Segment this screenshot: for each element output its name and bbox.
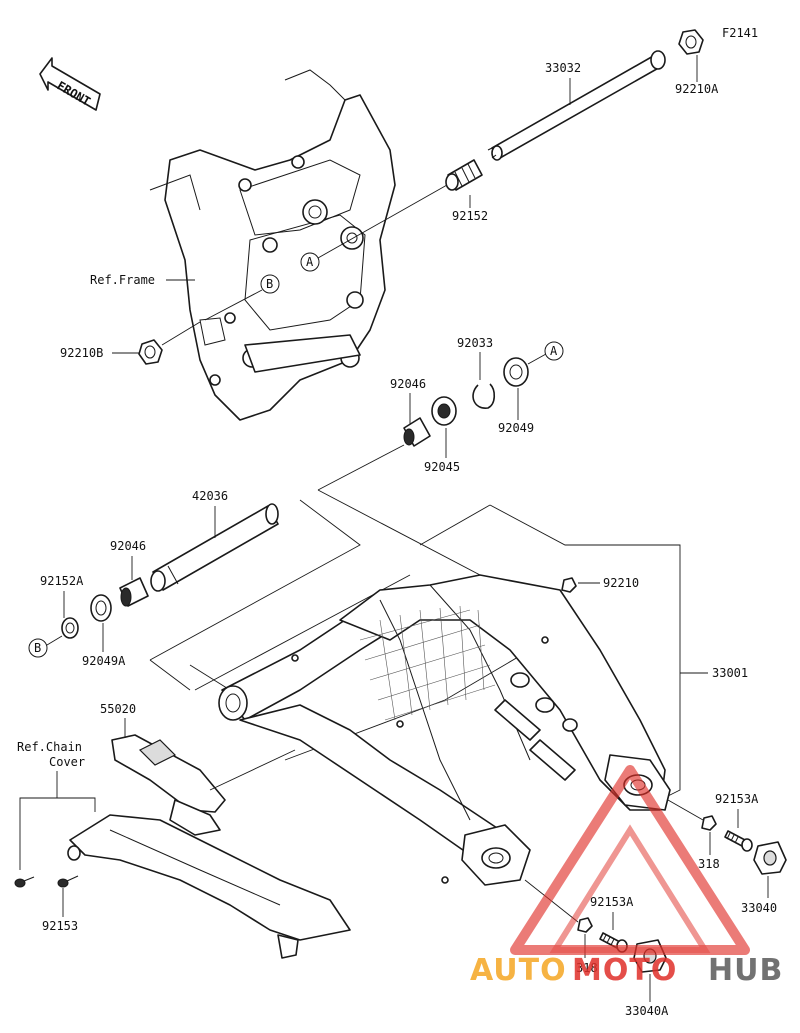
label-92210a: 92210A	[675, 82, 719, 96]
label-92152: 92152	[452, 209, 488, 223]
needle-bearing-92046-lower	[119, 577, 149, 607]
label-55020: 55020	[100, 702, 136, 716]
nut-92210a	[678, 29, 704, 55]
label-92210b: 92210B	[60, 346, 103, 360]
ref-frame-label: Ref.Frame	[90, 273, 155, 287]
label-92049: 92049	[498, 421, 534, 435]
label-33032: 33032	[545, 61, 581, 75]
label-92153a-right: 92153A	[715, 792, 759, 806]
collar-92152	[445, 159, 483, 191]
swingarm-33001	[218, 574, 671, 886]
nut-92210b	[138, 339, 163, 365]
label-318-lower: 318	[576, 961, 598, 975]
callout-b-upper: B	[260, 274, 280, 294]
pivot-shaft-33032	[487, 50, 666, 161]
label-92046-upper: 92046	[390, 377, 426, 391]
automotohub-watermark: AUTO MOTO HUB	[470, 765, 783, 988]
frame-illustration	[149, 69, 396, 421]
shaft-42036	[150, 503, 279, 592]
callout-a-upper: A	[300, 252, 320, 272]
label-92153a-lower: 92153A	[590, 895, 634, 909]
label-92049a: 92049A	[82, 654, 126, 668]
label-33040: 33040	[741, 901, 777, 915]
watermark-text-moto: MOTO	[572, 953, 677, 988]
needle-bearing-92046-upper	[403, 417, 431, 447]
label-92033: 92033	[457, 336, 493, 350]
label-92152a: 92152A	[40, 574, 84, 588]
bolt-92153a-right	[724, 830, 753, 852]
nut-318-right	[701, 815, 717, 831]
callout-a-lower: A	[544, 341, 564, 361]
seal-92049	[503, 357, 529, 387]
svg-text:A: A	[306, 255, 314, 269]
seal-92049a	[90, 594, 112, 622]
ref-chain-cover-label-line2: Cover	[49, 755, 85, 769]
ref-chain-cover-label-line1: Ref.Chain	[17, 740, 82, 754]
figure-code: F2141	[722, 26, 758, 40]
label-92153: 92153	[42, 919, 78, 933]
adjuster-block-33040	[753, 841, 787, 875]
bolt-92153-left	[14, 876, 35, 888]
label-92045: 92045	[424, 460, 460, 474]
watermark-text-hub: HUB	[708, 953, 783, 988]
chain-guard-55020	[111, 734, 226, 836]
label-33040a: 33040A	[625, 1004, 669, 1018]
nut-92210	[561, 577, 577, 593]
watermark-text-auto: AUTO	[470, 953, 567, 988]
watermark-logo-icon	[510, 765, 750, 955]
svg-text:B: B	[34, 641, 41, 655]
nut-318-lower	[577, 917, 593, 933]
bearing-92045	[431, 396, 457, 426]
svg-text:A: A	[550, 344, 558, 358]
collar-92152a	[61, 617, 79, 639]
circlip-92033	[472, 383, 496, 409]
label-42036: 42036	[192, 489, 228, 503]
label-33001: 33001	[712, 666, 748, 680]
label-318-right: 318	[698, 857, 720, 871]
front-arrow-icon: FRONT	[39, 57, 101, 111]
chain-cover-reference	[67, 814, 351, 959]
callout-b-lower: B	[28, 638, 48, 658]
bolt-92153-center	[57, 875, 79, 888]
svg-text:B: B	[266, 277, 273, 291]
label-92046-lower: 92046	[110, 539, 146, 553]
label-92210: 92210	[603, 576, 639, 590]
